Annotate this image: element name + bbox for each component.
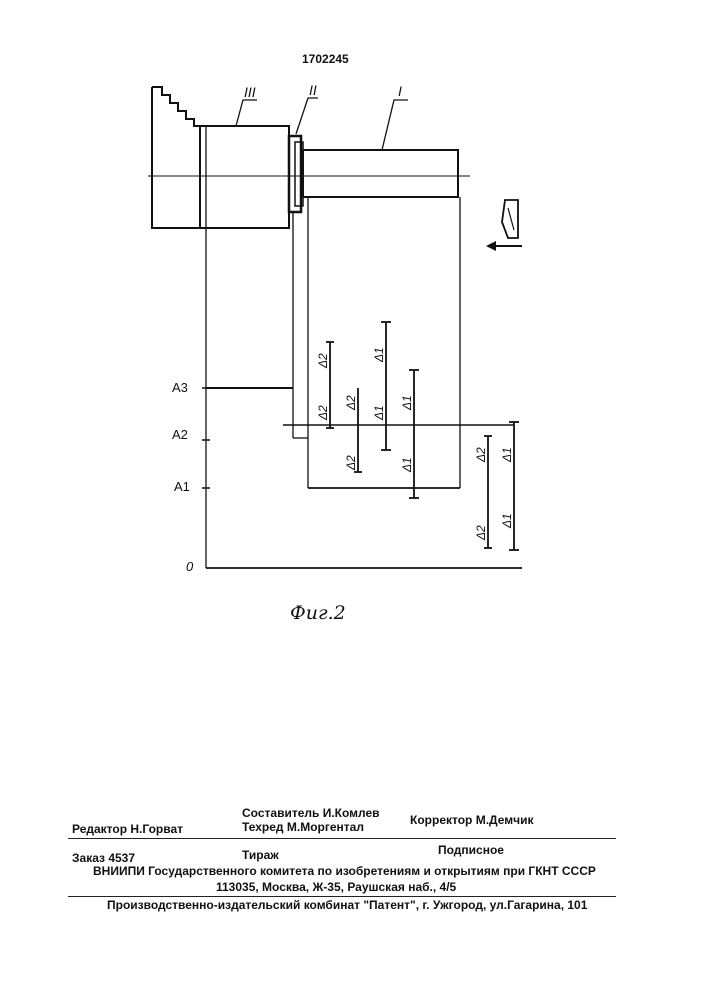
delta2-label: Δ2 xyxy=(474,525,488,541)
subscription-label: Подписное xyxy=(438,843,504,857)
editor-credit: Редактор Н.Горват xyxy=(72,822,183,836)
leader-II xyxy=(296,98,318,134)
level-label-A1: A1 xyxy=(174,479,190,494)
level-label-0: 0 xyxy=(186,559,194,574)
section-I xyxy=(303,150,458,197)
part-label-I: I xyxy=(398,83,402,99)
proofreader-credit: Корректор М.Демчик xyxy=(410,813,533,827)
delta1-label: Δ1 xyxy=(372,347,386,363)
section-III xyxy=(200,126,289,228)
workpiece xyxy=(200,126,458,228)
delta1-label: Δ1 xyxy=(400,457,414,473)
compiler-credit: Составитель И.Комлев xyxy=(242,806,380,820)
level-label-A2: A2 xyxy=(172,427,188,442)
delta1-label: Δ1 xyxy=(372,405,386,421)
tech-editor-credit: Техред М.Моргентал xyxy=(242,820,364,834)
delta-labels: Δ2 Δ2 Δ2 Δ2 Δ1 Δ1 Δ1 Δ1 Δ2 Δ2 Δ1 Δ1 xyxy=(316,347,514,541)
chuck-jaw-steps xyxy=(152,87,200,228)
delta2-label: Δ2 xyxy=(344,455,358,471)
projection-lines xyxy=(206,126,522,568)
cutting-tool xyxy=(502,200,518,238)
leaders xyxy=(236,98,408,150)
leader-I xyxy=(382,100,408,150)
technical-drawing: III II I A3 A2 A1 0 xyxy=(0,0,707,640)
delta2-label: Δ2 xyxy=(316,353,330,369)
figure-caption: Фиг.2 xyxy=(290,602,346,624)
delta2-label: Δ2 xyxy=(344,395,358,411)
delta1-label: Δ1 xyxy=(500,447,514,463)
cutter-icon xyxy=(502,200,518,238)
chuck-jaw-profile xyxy=(152,87,200,126)
institute-name: ВНИИПИ Государственного комитета по изоб… xyxy=(93,864,596,878)
publisher-line: Производственно-издательский комбинат "П… xyxy=(107,898,587,912)
delta2-label: Δ2 xyxy=(316,405,330,421)
feed-direction-arrow-icon xyxy=(486,241,522,251)
part-label-II: II xyxy=(309,82,317,98)
delta2-label: Δ2 xyxy=(474,447,488,463)
divider xyxy=(68,896,616,897)
part-label-III: III xyxy=(244,84,256,100)
circulation-label: Тираж xyxy=(242,848,279,862)
delta1-label: Δ1 xyxy=(400,395,414,411)
level-label-A3: A3 xyxy=(172,380,188,395)
institute-address: 113035, Москва, Ж-35, Раушская наб., 4/5 xyxy=(216,880,456,894)
order-number: Заказ 4537 xyxy=(72,851,135,865)
delta1-label: Δ1 xyxy=(500,513,514,529)
divider xyxy=(68,838,616,839)
lathe-chuck xyxy=(152,87,200,228)
leader-III xyxy=(236,100,257,126)
dimension-chains xyxy=(326,322,519,550)
